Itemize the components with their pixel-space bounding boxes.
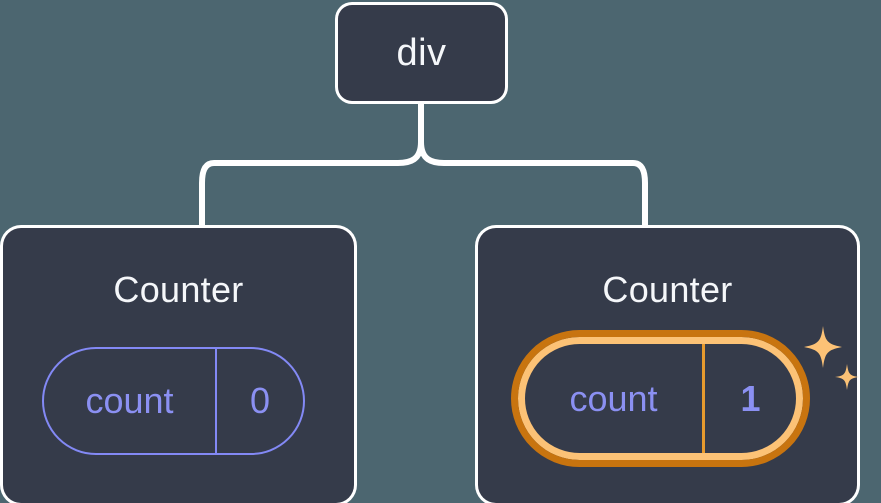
sparkle-icon-large <box>804 326 842 368</box>
node-counter-left[interactable]: Counter count 0 <box>3 228 354 503</box>
connector-to-left-child <box>199 139 424 233</box>
sparkle-group <box>804 326 859 390</box>
node-div[interactable]: div <box>338 5 505 101</box>
state-key-cell-left: count <box>44 349 217 453</box>
node-counter-left-title: Counter <box>113 269 244 310</box>
state-pill-right[interactable]: count 1 <box>511 330 810 467</box>
node-div-label: div <box>396 32 447 74</box>
state-value-label-right: 1 <box>740 377 761 419</box>
state-value-label-left: 0 <box>249 380 271 421</box>
sparkle-icon-small <box>835 364 859 390</box>
state-key-label-right: count <box>569 377 658 419</box>
state-value-cell-right: 1 <box>705 344 796 453</box>
state-key-cell-right: count <box>525 344 705 453</box>
connector-to-right-child <box>418 139 648 233</box>
state-value-cell-left: 0 <box>217 349 303 453</box>
node-counter-right-title: Counter <box>602 269 733 310</box>
node-counter-right[interactable]: Counter count 1 <box>478 228 859 503</box>
state-pill-left[interactable]: count 0 <box>42 347 305 455</box>
state-key-label-left: count <box>85 380 174 421</box>
